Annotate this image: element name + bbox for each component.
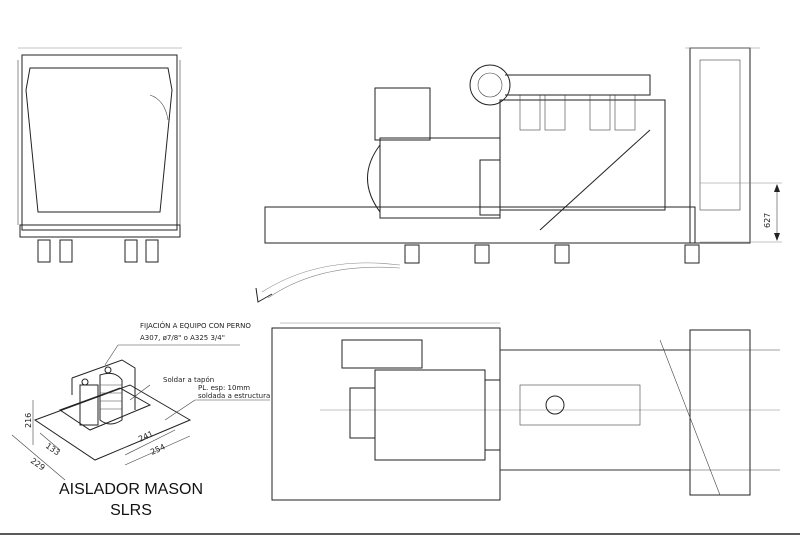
isolator-detail: FIJACIÓN A EQUIPO CON PERNO A307, ø7/8" … (11, 321, 270, 519)
radiator (689, 47, 751, 244)
view-arrow (255, 262, 401, 303)
dim-229: 229 (29, 456, 47, 472)
height-dimension: 627 (700, 182, 782, 243)
outline-plate (271, 327, 501, 501)
weld-note: Soldar a tapón (163, 376, 214, 384)
top-view (271, 322, 780, 501)
dim-216: 216 (24, 413, 33, 428)
side-view: 627 (264, 47, 782, 264)
plate-note-line1: PL. esp: 10mm (198, 384, 250, 392)
engine (499, 99, 666, 211)
plate-note-line2: soldada a estructura (198, 392, 270, 400)
isolator-title-line1: AISLADOR MASON (59, 481, 203, 498)
front-view-isolators (37, 239, 159, 263)
front-view (17, 47, 182, 263)
side-view-isolators (404, 244, 700, 264)
isolator-title-line2: SLRS (110, 502, 152, 519)
fixing-note-line1: FIJACIÓN A EQUIPO CON PERNO (140, 321, 251, 330)
terminal-box (374, 87, 431, 141)
alternator (379, 137, 501, 219)
alternator-top (374, 369, 486, 461)
dim-133: 133 (44, 441, 62, 457)
dim-254: 254 (149, 442, 167, 457)
fixing-note-line2: A307, ø7/8" o A325 3/4" (140, 334, 225, 342)
turbocharger (469, 64, 511, 106)
height-dim-label: 627 (763, 213, 772, 228)
spring (99, 372, 123, 425)
